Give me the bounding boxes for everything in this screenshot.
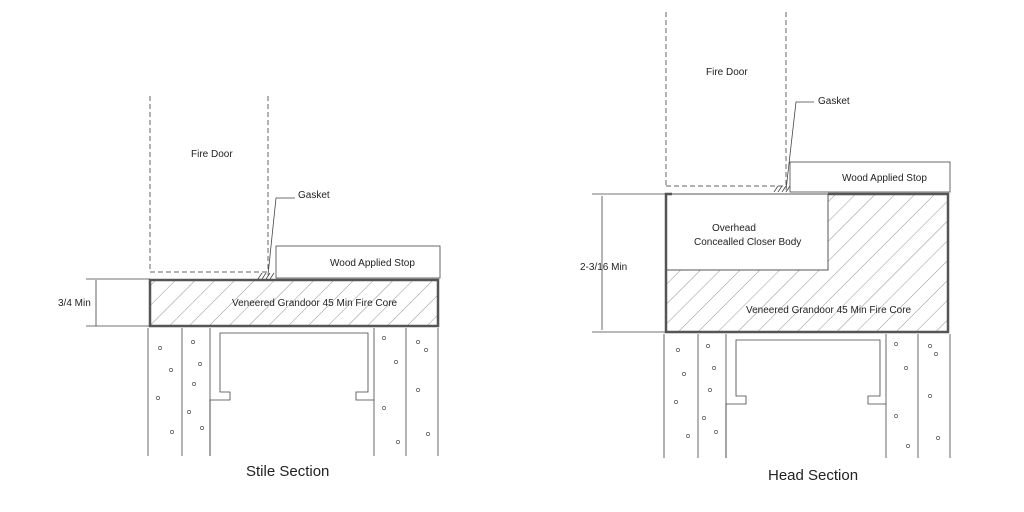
stile-wood-applied-stop xyxy=(275,245,441,279)
stile-fire-door-label: Fire Door xyxy=(191,149,233,160)
stile-section-title: Stile Section xyxy=(246,463,329,480)
stile-dimension-line xyxy=(86,278,150,327)
head-fire-door xyxy=(665,12,787,187)
head-frame xyxy=(663,334,951,458)
head-dimension-label: 2-3/16 Min xyxy=(580,262,627,273)
head-section-title: Head Section xyxy=(768,467,858,484)
head-concrete-aggregate xyxy=(674,342,940,448)
head-closer-label-line2: Concealled Closer Body xyxy=(694,237,801,248)
head-fire-door-label: Fire Door xyxy=(706,67,748,78)
head-closer-body xyxy=(665,193,829,271)
stile-gasket-label: Gasket xyxy=(298,190,330,201)
head-wood-applied-stop xyxy=(789,161,951,193)
stile-concrete-aggregate xyxy=(156,336,430,444)
head-gasket-label: Gasket xyxy=(818,96,850,107)
stile-fire-core xyxy=(148,278,440,328)
stile-gasket xyxy=(257,197,295,280)
head-closer-label-line1: Overhead xyxy=(712,223,756,234)
head-core-label: Veneered Grandoor 45 Min Fire Core xyxy=(746,305,912,316)
stile-section: Fire Door Gasket Wood Applied Stop Venee… xyxy=(58,96,441,480)
stile-dimension-label: 3/4 Min xyxy=(58,298,91,309)
head-stop-label: Wood Applied Stop xyxy=(842,173,927,184)
head-dimension-line xyxy=(592,193,666,333)
head-gasket xyxy=(773,101,814,193)
stile-fire-door xyxy=(149,96,269,273)
stile-core-label: Veneered Grandoor 45 Min Fire Core xyxy=(232,298,398,309)
stile-frame xyxy=(147,328,439,456)
stile-stop-label: Wood Applied Stop xyxy=(330,258,415,269)
head-section: Fire Door Gasket Wood Applied Stop Overh… xyxy=(580,12,951,484)
